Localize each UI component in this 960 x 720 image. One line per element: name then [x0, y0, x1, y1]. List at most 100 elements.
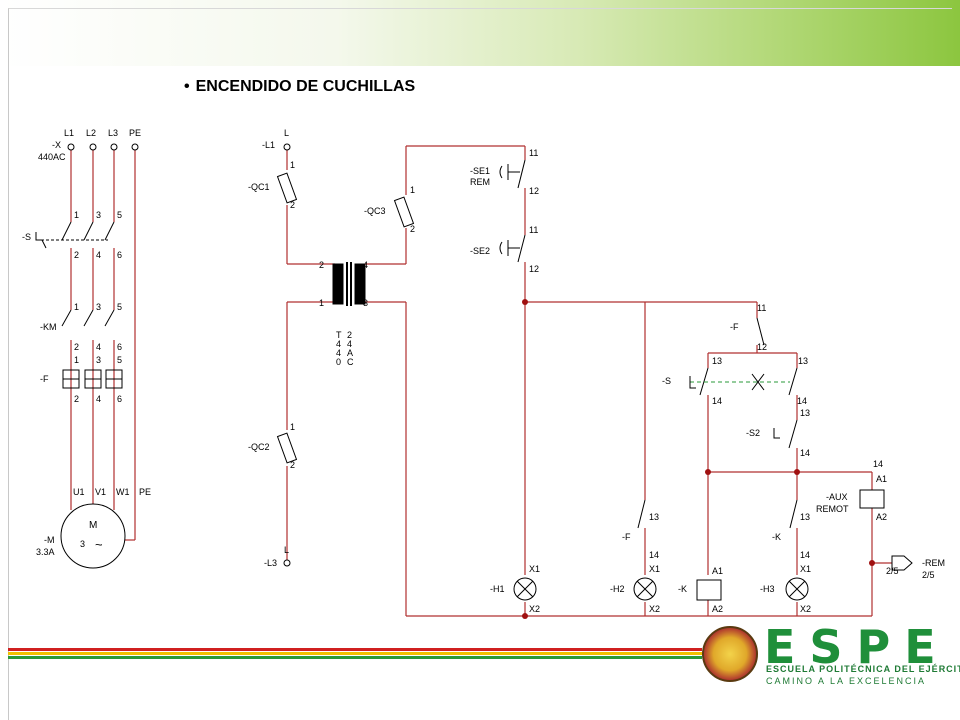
se1-term-12: 12 — [529, 186, 539, 196]
fuse-qc1 — [276, 172, 298, 204]
se1-term-11: 11 — [529, 148, 538, 158]
trafo-text-a2: 4 — [336, 339, 341, 349]
f-term-11: 11 — [757, 303, 766, 313]
motor-term-w1: W1 — [116, 487, 130, 497]
ctrl-label-rem: REM — [470, 177, 490, 187]
trafo-text-a3: 4 — [336, 348, 341, 358]
s-term-2: 2 — [74, 250, 79, 260]
ctrl-label-se1: -SE1 — [470, 166, 490, 176]
stripe-green — [8, 656, 702, 659]
lamp-h1 — [513, 577, 537, 601]
terminal-pe — [131, 143, 139, 151]
s-term-13-left: 13 — [712, 356, 722, 366]
label-l2: L2 — [86, 128, 96, 138]
ctrl-label-s: -S — [662, 376, 671, 386]
s-term-5: 5 — [117, 210, 122, 220]
trafo-text-b2: 4 — [347, 339, 352, 349]
ctrl-label-l-bottom: L — [284, 545, 289, 555]
aux-term-a1: A1 — [876, 474, 887, 484]
km-contact-3 — [104, 309, 115, 327]
label-voltage: 440AC — [38, 152, 66, 162]
f-term-1: 1 — [74, 355, 79, 365]
km-term-5: 5 — [117, 302, 122, 312]
ctrl-label-h2: -H2 — [610, 584, 625, 594]
trafo-text-b3: A — [347, 348, 353, 358]
label-motor: -M — [44, 535, 55, 545]
k-no-term-13: 13 — [800, 512, 810, 522]
s-term-14-left: 14 — [712, 396, 722, 406]
junction-1 — [522, 299, 528, 305]
s-contact-3 — [104, 221, 115, 241]
qc2-term-2: 2 — [290, 460, 295, 470]
label-pe: PE — [129, 128, 141, 138]
slide-frame — [8, 8, 952, 720]
ctrl-label-rem-page-b: 2/5 — [922, 570, 935, 580]
s-actuator-ctrl — [689, 376, 696, 389]
seal-icon — [702, 626, 758, 682]
s-term-3: 3 — [96, 210, 101, 220]
f-term-3: 3 — [96, 355, 101, 365]
coil-aux — [859, 489, 885, 509]
motor-symbol — [60, 503, 126, 569]
s-term-6: 6 — [117, 250, 122, 260]
se2-contact — [517, 234, 526, 263]
power-symbols — [35, 143, 139, 569]
coil-k — [696, 579, 722, 601]
km-contact-2 — [83, 309, 94, 327]
fuse-qc2 — [276, 432, 298, 464]
ctrl-label-f-bottom: -F — [622, 532, 631, 542]
trafo-text-a4: 0 — [336, 357, 341, 367]
control-text: L -L1 1 -QC1 2 2 4 1 3 1 -QC3 2 T 4 4 0 … — [248, 128, 945, 614]
header-banner — [0, 0, 960, 66]
s-contact-1 — [61, 221, 72, 241]
km-term-3: 3 — [96, 302, 101, 312]
aux-term-14: 14 — [873, 459, 883, 469]
f-no-term-14: 14 — [649, 550, 659, 560]
qc1-term-1: 1 — [290, 160, 295, 170]
ctrl-label-qc2: -QC2 — [248, 442, 270, 452]
label-l1: L1 — [64, 128, 74, 138]
trafo-text-b4: C — [347, 357, 354, 367]
terminal-l2 — [89, 143, 97, 151]
label-motor-current: 3.3A — [36, 547, 55, 557]
f-nc-contact — [756, 317, 765, 346]
lamp-h2 — [633, 577, 657, 601]
espe-logo: ESPE ESCUELA POLITÉCNICA DEL EJÉRCITO CA… — [700, 620, 960, 692]
se2-term-12: 12 — [529, 264, 539, 274]
motor-term-u1: U1 — [73, 487, 85, 497]
stripe-red — [8, 648, 702, 651]
se1-contact — [517, 159, 526, 189]
ctrl-label-l3: -L3 — [264, 558, 277, 568]
ctrl-label-qc1: -QC1 — [248, 182, 270, 192]
motor-letter: M — [89, 520, 97, 531]
ctrl-label-rem-page-a: 2/5 — [886, 566, 899, 576]
ctrl-label-l-top: L — [284, 128, 289, 138]
ctrl-label-remot: REMOT — [816, 504, 849, 514]
fuse-qc3 — [393, 196, 415, 228]
logo-wordmark: ESPE — [764, 620, 950, 674]
ctrl-label-rem-ref: -REM — [922, 558, 945, 568]
qc2-term-1: 1 — [290, 422, 295, 432]
se2-actuator — [499, 240, 520, 256]
k-no-contact — [789, 499, 798, 529]
lamp-h3 — [785, 577, 809, 601]
f-term-6: 6 — [117, 394, 122, 404]
terminal-l1 — [67, 143, 75, 151]
junction-5 — [522, 613, 528, 619]
control-symbols — [276, 143, 913, 601]
label-l3: L3 — [108, 128, 118, 138]
motor-term-v1: V1 — [95, 487, 106, 497]
ctrl-label-k-contact: -K — [772, 532, 781, 542]
h1-term-x2: X2 — [529, 604, 540, 614]
motor-ac-symbol: ~ — [95, 537, 103, 552]
f-no-term-13: 13 — [649, 512, 659, 522]
rem-arrow-icon — [891, 555, 913, 571]
bullet-icon: • — [184, 78, 190, 95]
trafo-core-right — [354, 263, 366, 305]
f-term-2: 2 — [74, 394, 79, 404]
terminal-l1-ctrl — [283, 143, 291, 151]
s-term-1: 1 — [74, 210, 79, 220]
junction-2 — [705, 469, 711, 475]
s2-actuator — [773, 428, 780, 439]
